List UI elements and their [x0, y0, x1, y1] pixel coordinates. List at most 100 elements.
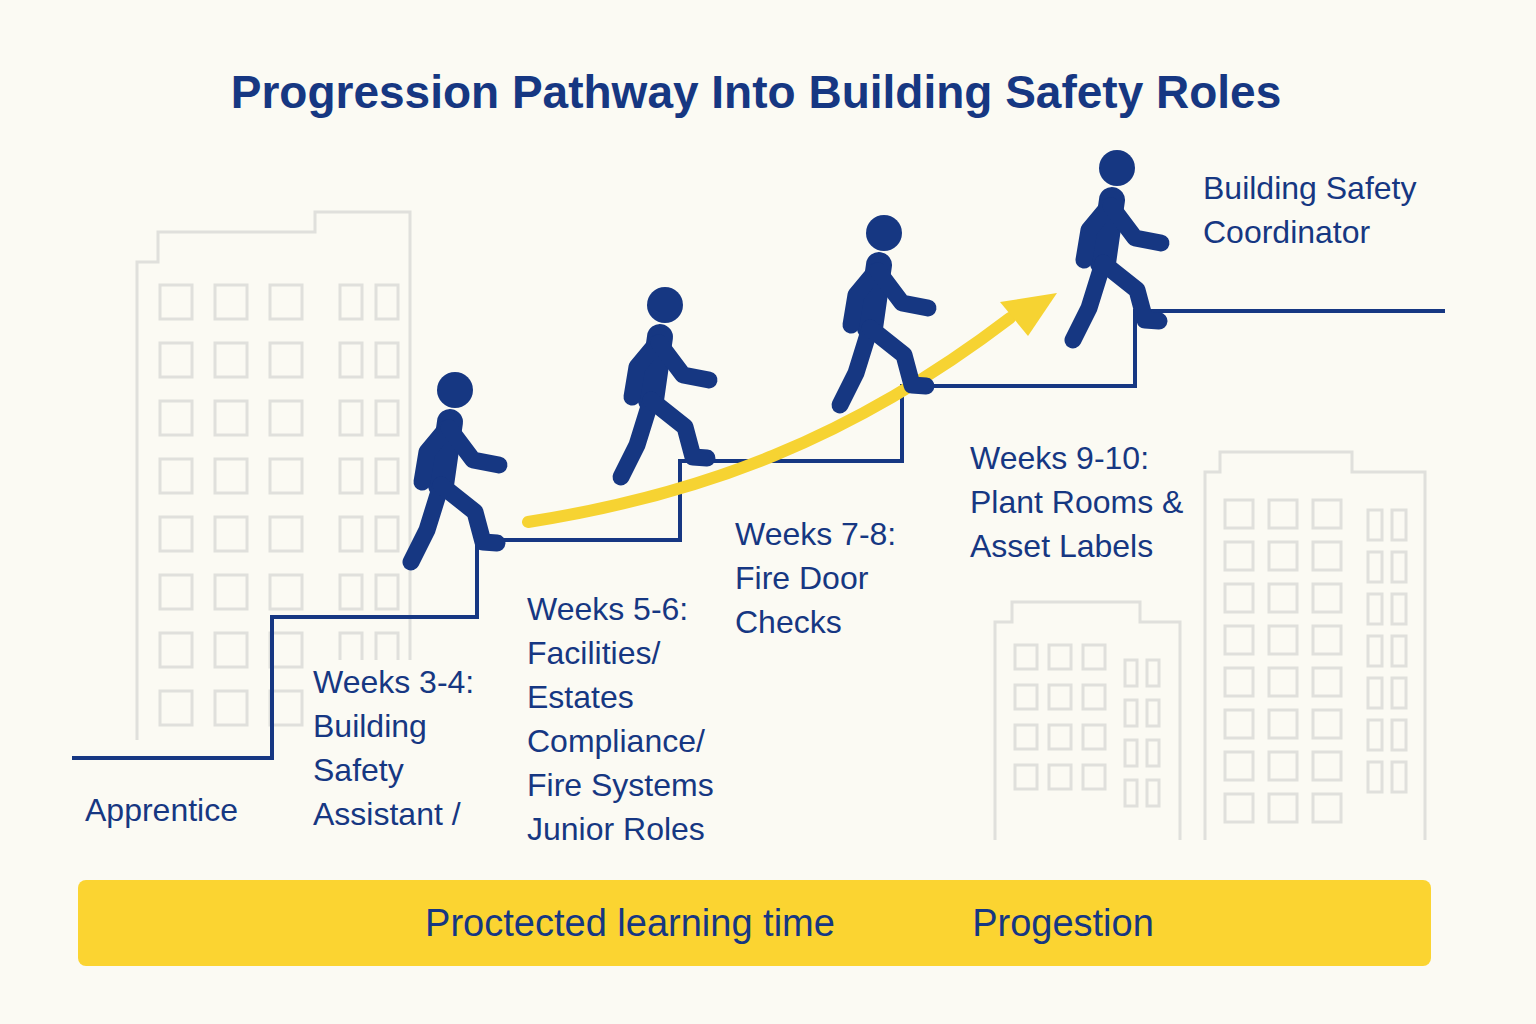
- band-text: Progestion: [972, 880, 1154, 966]
- step-label: Weeks 5-6: Facilities/ Estates Complianc…: [527, 587, 742, 851]
- window: [1147, 740, 1159, 766]
- window: [340, 459, 362, 493]
- window: [270, 691, 302, 725]
- window: [1083, 765, 1105, 789]
- window: [1147, 780, 1159, 806]
- figure-limb: [870, 328, 926, 386]
- window: [1147, 660, 1159, 686]
- window: [340, 401, 362, 435]
- walking-figure: [621, 287, 709, 477]
- window: [1125, 740, 1137, 766]
- window: [1049, 765, 1071, 789]
- window: [1269, 752, 1297, 780]
- window: [160, 633, 192, 667]
- window: [1313, 710, 1341, 738]
- window: [1269, 542, 1297, 570]
- window: [270, 343, 302, 377]
- window: [1049, 725, 1071, 749]
- step-label: Weeks 7-8: Fire Door Checks: [735, 512, 915, 644]
- walking-figure: [840, 215, 928, 405]
- window: [160, 285, 192, 319]
- window: [215, 459, 247, 493]
- window: [1015, 725, 1037, 749]
- figure-limb: [449, 428, 499, 465]
- window: [1313, 752, 1341, 780]
- footer-band: Proctected learning time Progestion: [78, 880, 1431, 966]
- figure-limb: [878, 271, 928, 308]
- window: [1083, 645, 1105, 669]
- walking-figure: [411, 372, 499, 562]
- figure-limb: [422, 428, 447, 482]
- figure-limb: [1111, 206, 1161, 243]
- step-label: Apprentice: [85, 788, 285, 832]
- figure-limb: [651, 400, 707, 458]
- window: [1225, 710, 1253, 738]
- window: [1083, 685, 1105, 709]
- arrow-head: [1000, 293, 1057, 336]
- figure-limb: [621, 400, 651, 477]
- figure-limb: [441, 485, 497, 543]
- window: [1225, 542, 1253, 570]
- window: [160, 517, 192, 551]
- walking-figure: [1073, 150, 1161, 340]
- window: [1125, 780, 1137, 806]
- window: [160, 401, 192, 435]
- window: [1269, 794, 1297, 822]
- step-label: Weeks 9-10: Plant Rooms & Asset Labels: [970, 436, 1195, 568]
- window: [1083, 725, 1105, 749]
- window: [270, 401, 302, 435]
- window: [1392, 594, 1406, 624]
- step-label: Building Safety Coordinator: [1203, 166, 1453, 254]
- window: [1015, 685, 1037, 709]
- window: [1225, 626, 1253, 654]
- window: [215, 633, 247, 667]
- window: [376, 459, 398, 493]
- window: [160, 575, 192, 609]
- window: [215, 343, 247, 377]
- figure-limb: [1084, 206, 1109, 260]
- figure-head: [866, 215, 902, 251]
- window: [1313, 542, 1341, 570]
- window: [1313, 626, 1341, 654]
- window: [1392, 552, 1406, 582]
- figure-limb: [632, 343, 657, 397]
- step-label: Weeks 3-4: Building Safety Assistant /: [313, 660, 493, 836]
- window: [1313, 668, 1341, 696]
- window: [1368, 678, 1382, 708]
- progress-arrow: [528, 318, 1010, 522]
- window: [270, 459, 302, 493]
- window: [215, 285, 247, 319]
- window: [270, 285, 302, 319]
- window: [376, 575, 398, 609]
- window: [1225, 794, 1253, 822]
- building: [1205, 452, 1425, 840]
- window: [376, 517, 398, 551]
- window: [160, 459, 192, 493]
- window: [1313, 500, 1341, 528]
- window: [1368, 636, 1382, 666]
- window: [1225, 668, 1253, 696]
- band-text: Proctected learning time: [425, 880, 835, 966]
- window: [1049, 685, 1071, 709]
- window: [215, 691, 247, 725]
- window: [160, 691, 192, 725]
- window: [1313, 584, 1341, 612]
- window: [1368, 720, 1382, 750]
- window: [1368, 594, 1382, 624]
- figure-limb: [659, 343, 709, 380]
- window: [1225, 500, 1253, 528]
- window: [1368, 510, 1382, 540]
- window: [340, 517, 362, 551]
- window: [1049, 645, 1071, 669]
- window: [270, 633, 302, 667]
- window: [160, 343, 192, 377]
- window: [1125, 660, 1137, 686]
- window: [376, 285, 398, 319]
- staircase: [72, 311, 1445, 758]
- window: [340, 285, 362, 319]
- window: [340, 575, 362, 609]
- figure-limb: [411, 485, 441, 562]
- window: [1015, 645, 1037, 669]
- window: [270, 517, 302, 551]
- window: [1368, 762, 1382, 792]
